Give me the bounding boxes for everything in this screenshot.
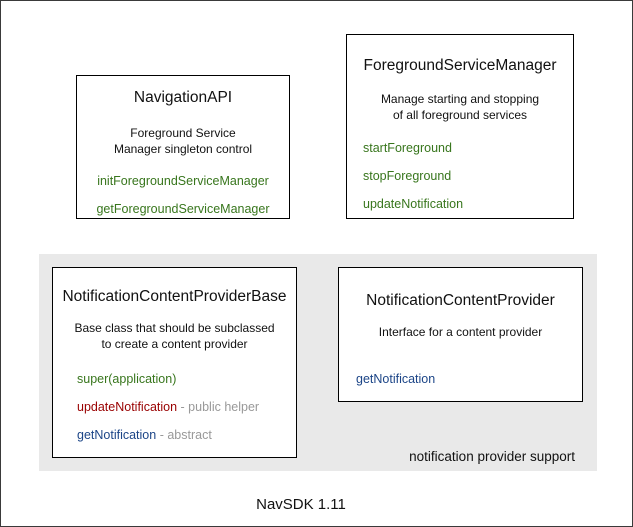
method-name: getNotification (77, 428, 157, 442)
description-line: Foreground Service (130, 126, 236, 140)
method-annotation: - abstract (156, 428, 212, 442)
method-super-application: super(application) (77, 372, 296, 387)
class-box-foreground-service-manager: ForegroundServiceManager Manage starting… (346, 34, 574, 219)
method-list: initForegroundServiceManager getForegrou… (77, 174, 289, 217)
group-label: notification provider support (409, 449, 575, 464)
method-getNotification: getNotification (356, 372, 436, 386)
method-startForeground: startForeground (363, 141, 452, 155)
method-annotation: - public helper (177, 400, 260, 414)
class-box-navigation-api: NavigationAPI Foreground Service Manager… (76, 75, 290, 219)
class-title-notification-content-provider: NotificationContentProvider (366, 292, 555, 309)
description-line: of all foreground services (392, 108, 528, 122)
class-description: Interface for a content provider (339, 324, 582, 340)
method-name: updateNotification (77, 400, 178, 414)
class-title-navigation-api: NavigationAPI (133, 89, 233, 106)
method-stopForeground: stopForeground (363, 169, 452, 183)
class-title-notification-content-provider-base: NotificationContentProviderBase (62, 288, 287, 305)
method-getForegroundServiceManager: getForegroundServiceManager (96, 202, 270, 216)
method-updateNotification: updateNotification - public helper (77, 400, 296, 415)
description-line: Manager singleton control (113, 142, 253, 156)
method-initForegroundServiceManager: initForegroundServiceManager (97, 174, 269, 188)
class-box-notification-content-provider-base: NotificationContentProviderBase Base cla… (52, 267, 297, 458)
class-description: Foreground Service Manager singleton con… (77, 125, 289, 157)
method-name: super(application) (77, 372, 177, 386)
class-title-foreground-service-manager: ForegroundServiceManager (363, 57, 557, 74)
description-line: to create a content provider (101, 337, 248, 351)
class-box-notification-content-provider: NotificationContentProvider Interface fo… (338, 267, 583, 402)
method-getNotification: getNotification - abstract (77, 428, 296, 443)
method-list: startForeground stopForeground updateNot… (347, 141, 573, 212)
description-line: Interface for a content provider (378, 325, 543, 339)
class-description: Manage starting and stopping of all fore… (347, 91, 573, 123)
method-updateNotification: updateNotification (363, 197, 464, 211)
method-list: getNotification (339, 372, 582, 387)
method-list: super(application) updateNotification - … (53, 372, 296, 443)
description-line: Base class that should be subclassed (74, 321, 275, 335)
footer-version-label: NavSDK 1.11 (256, 496, 346, 513)
description-line: Manage starting and stopping (380, 92, 540, 106)
class-description: Base class that should be subclassed to … (53, 320, 296, 352)
